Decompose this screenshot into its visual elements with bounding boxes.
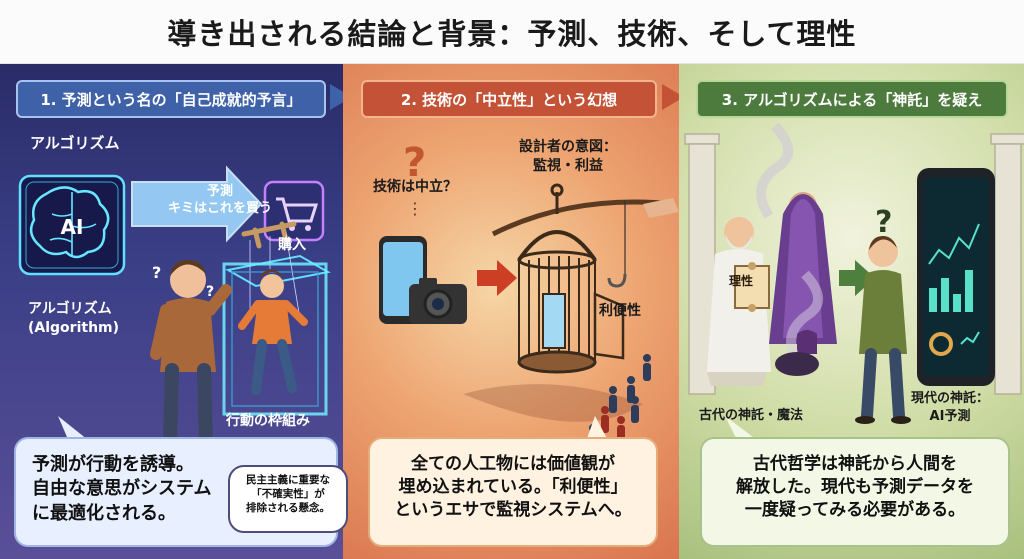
convenience-label: 利便性 — [599, 303, 641, 319]
democracy-note: 民主主義に重要な 「不確実性」が 排除される懸念。 — [228, 465, 348, 533]
question-mark-icon: ? — [152, 263, 161, 282]
arrow-icon — [839, 260, 875, 296]
purchase-label: 購入 — [278, 237, 306, 253]
algorithm-label-top: アルゴリズム — [30, 134, 120, 152]
arrow-icon — [477, 260, 517, 296]
neutral-question-label: 技術は中立？ — [373, 179, 457, 195]
section-1-header: 1. 予測という名の「自己成就的予言」 — [16, 80, 326, 118]
section-2-header: 2. 技術の「中立性」という幻想 — [361, 80, 657, 118]
section-3-summary: 古代哲学は神託から人間を 解放した。現代も予測データを 一度疑ってみる必要がある… — [700, 437, 1010, 547]
algorithm-label-bottom: アルゴリズム (Algorithm) — [28, 301, 120, 336]
modern-person-illustration — [855, 236, 911, 424]
greek-column-icon — [684, 133, 1024, 395]
brain-ai-icon: AI — [18, 174, 126, 276]
confused-person-illustration — [150, 260, 232, 453]
bird-cage-icon — [517, 183, 625, 374]
section-2-summary: 全ての人工物には価値観が 埋め込まれている。「利便性」 というエサで監視システム… — [368, 437, 658, 547]
svg-text:⋮: ⋮ — [407, 199, 423, 218]
behavior-frame-label: 行動の枠組み — [226, 413, 310, 429]
section-3-header: 3. アルゴリズムによる「神託」を疑え — [696, 80, 1008, 118]
question-mark-icon: ? — [403, 140, 426, 186]
section-1-illustration: AI — [18, 165, 331, 453]
marionette-icon — [222, 221, 331, 416]
camera-icon — [409, 278, 467, 324]
ancient-oracle-label: 古代の神託・魔法 — [699, 408, 804, 423]
question-mark-icon: ? — [875, 205, 892, 240]
modern-oracle-label: 現代の神託： AI予測 — [911, 391, 990, 424]
prediction-arrow — [131, 165, 263, 243]
smartphone-icon — [917, 168, 995, 386]
header-arrow-2 — [662, 84, 684, 110]
page-title: 導き出される結論と背景：予測、技術、そして理性 — [0, 0, 1024, 64]
designer-intent-label: 設計者の意図： 監視・利益 — [519, 139, 617, 174]
ai-text: AI — [61, 215, 84, 239]
section-3-illustration: ? — [684, 122, 1024, 525]
section-2-illustration: ? ⋮ — [379, 140, 679, 451]
prediction-label: 予測 キミはこれを買う — [168, 184, 273, 216]
fishing-rod-icon — [491, 198, 679, 288]
oracle-illustration — [769, 192, 837, 354]
shopping-cart-icon — [263, 180, 325, 242]
question-mark-icon: ? — [206, 284, 214, 300]
scroll-icon — [734, 262, 770, 312]
reason-label: 理性 — [729, 274, 754, 288]
